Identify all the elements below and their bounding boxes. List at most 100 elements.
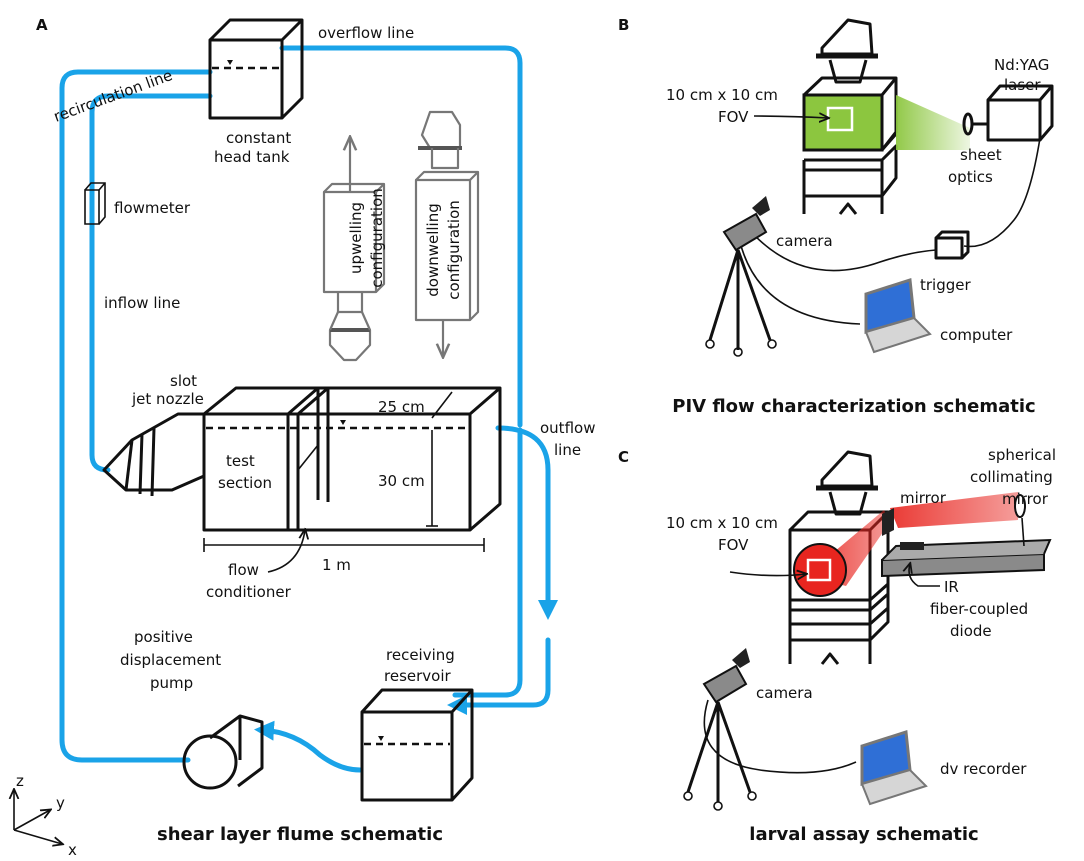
label-b-camera: camera	[776, 232, 833, 250]
axis-label-y: y	[56, 794, 65, 812]
test-section-channel	[202, 386, 502, 532]
panel-letter-c: C	[618, 448, 629, 466]
label-displacement: displacement	[120, 651, 221, 669]
trigger-icon	[934, 230, 970, 260]
water-level-icon	[378, 736, 384, 741]
label-fiber-coupled: fiber-coupled	[930, 600, 1028, 618]
label-reservoir: reservoir	[384, 667, 451, 685]
nozzle-icon	[102, 412, 205, 497]
label-dim-30cm: 30 cm	[378, 472, 425, 490]
laptop-icon	[864, 278, 932, 354]
label-downwelling: downwelling	[424, 203, 442, 297]
label-optics: optics	[948, 168, 993, 186]
label-section: section	[218, 474, 272, 492]
label-b-fov-2: FOV	[718, 108, 749, 126]
laser-sheet	[896, 95, 970, 150]
label-c-camera: camera	[756, 684, 813, 702]
camera-trigger-cable	[745, 225, 937, 272]
label-flowmeter: flowmeter	[114, 199, 191, 217]
label-dv-recorder: dv recorder	[940, 760, 1027, 778]
ir-beam-outgoing	[890, 492, 1018, 528]
label-diode: diode	[950, 622, 992, 640]
label-upwelling-configuration: configuration	[368, 188, 386, 288]
label-outflow-line: line	[554, 441, 581, 459]
panel-b: B 10 cm x 10 cm FOV Nd:YAG las	[618, 16, 1054, 417]
downwelling-configuration	[414, 110, 480, 356]
tripod-icon	[683, 701, 757, 811]
label-c-fov-1: 10 cm x 10 cm	[666, 514, 778, 532]
reservoir-return-pipe	[447, 637, 551, 715]
label-dim-25cm: 25 cm	[378, 398, 425, 416]
camera-computer-cable	[739, 241, 861, 325]
label-spherical: spherical	[988, 446, 1056, 464]
laser-trigger-cable	[963, 137, 1041, 248]
label-positive: positive	[134, 628, 193, 646]
axis-label-x: x	[68, 841, 77, 859]
label-downwelling-configuration: configuration	[445, 200, 463, 300]
label-receiving: receiving	[386, 646, 455, 664]
panel-letter-a: A	[36, 16, 48, 34]
pump-feed-pipe	[254, 720, 363, 773]
label-pump: pump	[150, 674, 193, 692]
panel-c: C 10 cm x 10 cm FOV mirror	[618, 446, 1056, 845]
flowmeter-icon	[84, 182, 106, 225]
fov-leader	[753, 116, 828, 118]
constant-head-tank	[208, 18, 304, 120]
panel-a-title: shear layer flume schematic	[157, 824, 443, 845]
label-nd-yag: Nd:YAG	[994, 56, 1049, 74]
label-spherical-mirror: mirror	[1002, 490, 1049, 508]
label-overflow-line: overflow line	[318, 24, 414, 42]
label-ir: IR	[944, 578, 959, 596]
label-trigger: trigger	[920, 276, 971, 294]
panel-b-title: PIV flow characterization schematic	[672, 396, 1035, 417]
water-level-icon	[340, 420, 346, 425]
dimension-lines	[203, 391, 485, 573]
piv-tank	[802, 18, 898, 215]
label-b-fov-1: 10 cm x 10 cm	[666, 86, 778, 104]
label-collimating: collimating	[970, 468, 1053, 486]
label-flow: flow	[228, 561, 259, 579]
label-laser: laser	[1004, 76, 1041, 94]
panel-c-title: larval assay schematic	[749, 824, 978, 845]
optical-rail	[881, 538, 1052, 578]
label-test: test	[226, 452, 255, 470]
label-constant-head-tank-2: head tank	[214, 148, 290, 166]
panel-letter-b: B	[618, 16, 629, 34]
pump-icon	[182, 714, 264, 790]
ir-leader	[909, 564, 940, 587]
panel-a: A overflow line recirculation line const…	[14, 16, 595, 859]
label-computer: computer	[940, 326, 1013, 344]
receiving-reservoir	[360, 688, 474, 802]
label-c-fov-2: FOV	[718, 536, 749, 554]
spherical-mirror-icon	[1014, 494, 1026, 547]
inflow-pipe	[89, 93, 213, 473]
outflow-pipe	[495, 425, 558, 620]
pipe-network	[59, 45, 558, 773]
camera-icon	[722, 196, 770, 252]
label-upwelling: upwelling	[347, 202, 365, 274]
overflow-pipe	[279, 45, 523, 428]
label-inflow-line: inflow line	[104, 294, 180, 312]
label-dim-1m: 1 m	[322, 556, 351, 574]
label-jet-nozzle: jet nozzle	[131, 390, 204, 408]
larval-tank	[788, 450, 890, 665]
axis-triad	[14, 790, 62, 844]
recirculation-pipe	[59, 69, 213, 763]
label-slot: slot	[170, 372, 197, 390]
laptop-icon	[860, 730, 928, 806]
label-sheet: sheet	[960, 146, 1002, 164]
tripod-icon	[705, 249, 777, 357]
label-mirror: mirror	[900, 489, 947, 507]
mirror-icon	[882, 508, 894, 536]
label-outflow: outflow	[540, 419, 595, 437]
laser-icon	[962, 84, 1054, 142]
camera-recorder-cable	[703, 699, 857, 774]
reservoir-inflow-pipe	[452, 427, 523, 698]
label-conditioner: conditioner	[206, 583, 292, 601]
water-level-icon	[227, 60, 233, 65]
label-constant-head-tank-1: constant	[226, 129, 291, 147]
fov-leader	[729, 572, 806, 576]
camera-icon	[702, 648, 750, 704]
axis-label-z: z	[16, 772, 24, 790]
